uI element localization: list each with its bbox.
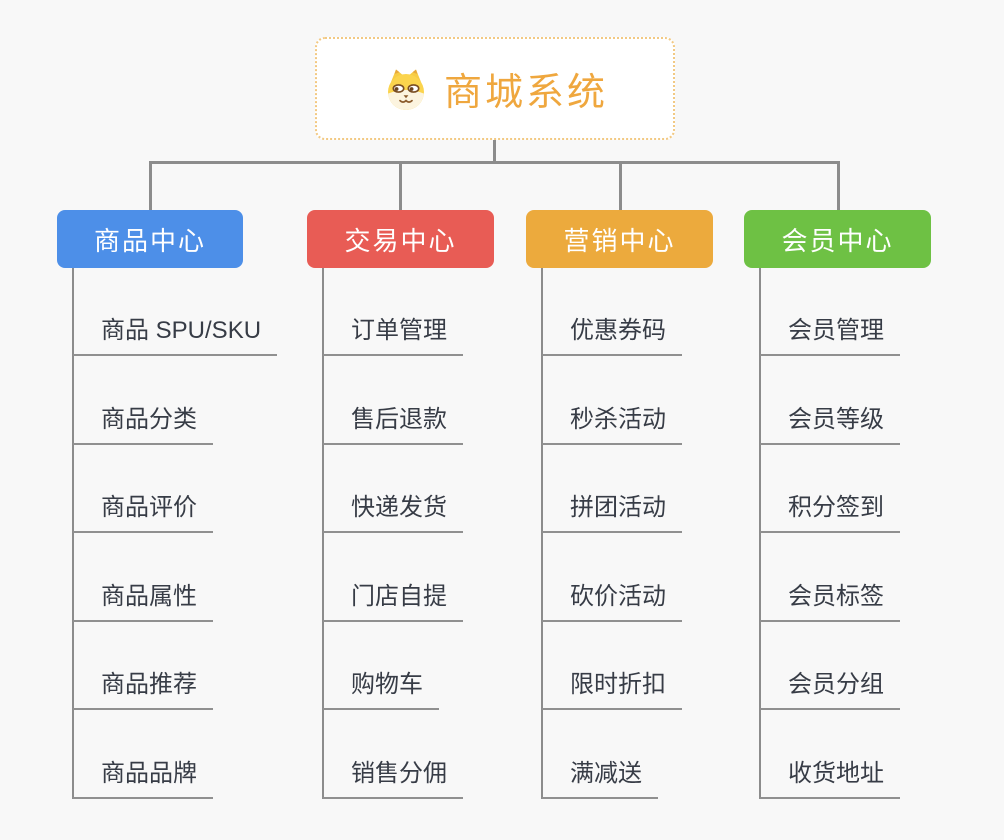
leaf-node[interactable]: 会员管理 [760,316,900,356]
leaf-node[interactable]: 快递发货 [323,493,463,533]
leaf-node[interactable]: 秒杀活动 [542,405,682,445]
branch-node-marketing[interactable]: 营销中心 [526,210,713,268]
branch-label: 会员中心 [781,225,894,256]
root-connector-stub [493,140,496,163]
leaf-node[interactable]: 购物车 [323,670,439,710]
root-node[interactable]: 商城系统 [315,37,675,140]
branch-children-column: 订单管理 售后退款 快递发货 门店自提 购物车 销售分佣 [322,268,557,803]
leaf-node[interactable]: 商品推荐 [73,670,213,710]
root-title: 商城系统 [443,72,608,114]
leaf-node[interactable]: 商品属性 [73,582,213,622]
leaf-node[interactable]: 销售分佣 [323,759,463,799]
leaf-node[interactable]: 会员等级 [760,405,900,445]
branch-children-column: 优惠券码 秒杀活动 拼团活动 砍价活动 限时折扣 满减送 [541,268,776,803]
branch-label: 商品中心 [93,225,206,256]
branch-label: 营销中心 [563,225,676,256]
branch-node-product[interactable]: 商品中心 [57,210,243,268]
connector-bus-line [149,161,840,164]
branch-label: 交易中心 [344,225,457,256]
leaf-node[interactable]: 砍价活动 [542,582,682,622]
leaf-node[interactable]: 会员分组 [760,670,900,710]
branch-node-transaction[interactable]: 交易中心 [307,210,494,268]
leaf-node[interactable]: 限时折扣 [542,670,682,710]
leaf-node[interactable]: 售后退款 [323,405,463,445]
branch-children-column: 会员管理 会员等级 积分签到 会员标签 会员分组 收货地址 [759,268,994,803]
leaf-node[interactable]: 订单管理 [323,316,463,356]
branch-children-column: 商品 SPU/SKU 商品分类 商品评价 商品属性 商品推荐 商品品牌 [72,268,307,803]
connector-drop-line [837,161,840,211]
branch-node-member[interactable]: 会员中心 [744,210,931,268]
leaf-node[interactable]: 优惠券码 [542,316,682,356]
leaf-node[interactable]: 商品评价 [73,493,213,533]
leaf-node[interactable]: 拼团活动 [542,493,682,533]
connector-drop-line [399,161,402,211]
leaf-node[interactable]: 门店自提 [323,582,463,622]
leaf-node[interactable]: 商品 SPU/SKU [73,316,278,356]
leaf-node[interactable]: 商品品牌 [73,759,213,799]
leaf-node[interactable]: 积分签到 [760,493,900,533]
connector-drop-line [149,161,152,211]
connector-drop-line [619,161,622,211]
leaf-node[interactable]: 满减送 [542,759,658,799]
leaf-node[interactable]: 会员标签 [760,582,900,622]
leaf-node[interactable]: 收货地址 [760,759,900,799]
dog-face-icon [387,69,424,110]
leaf-node[interactable]: 商品分类 [73,405,213,445]
